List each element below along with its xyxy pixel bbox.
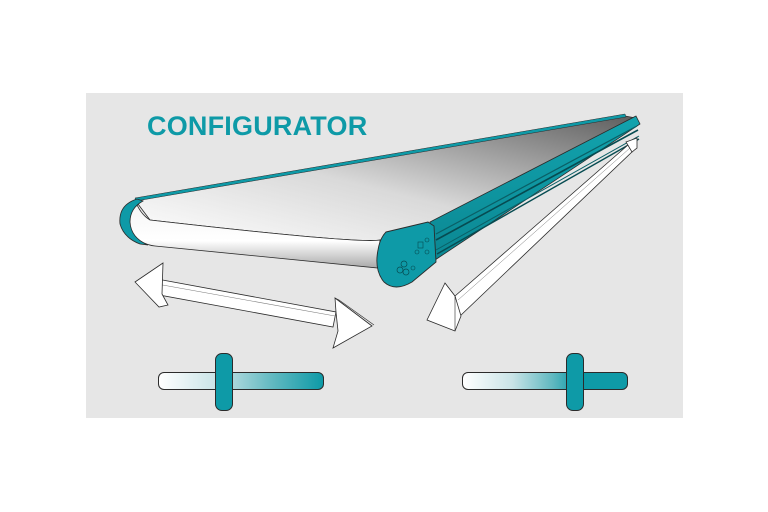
width-slider[interactable] [158,353,324,413]
length-arrow-icon [426,137,638,332]
length-slider[interactable] [462,353,628,413]
length-slider-track[interactable] [462,372,628,390]
length-slider-handle[interactable] [566,353,584,411]
conveyor-side-frame [429,115,641,263]
page-title: CONFIGURATOR [147,111,368,141]
width-slider-track[interactable] [158,372,324,390]
width-arrow-icon [134,262,375,349]
width-slider-handle[interactable] [215,353,233,411]
conveyor-end-plate [376,221,437,288]
conveyor-belt [127,113,638,269]
left-end-cap [119,198,149,246]
